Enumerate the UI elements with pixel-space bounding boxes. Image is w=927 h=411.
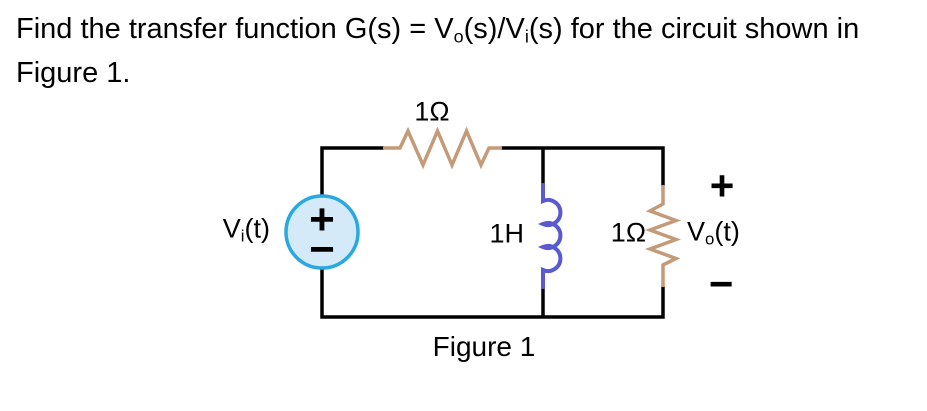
shunt-inductor-label: 1H xyxy=(489,218,524,249)
shunt-inductor-symbol xyxy=(537,183,563,289)
figure-caption: Figure 1 xyxy=(432,331,536,362)
input-voltage-subscript: i xyxy=(240,226,245,246)
series-resistor-label: 1Ω xyxy=(414,96,450,127)
problem-line1-text: Find the transfer function G(s) = V xyxy=(16,13,454,45)
problem-statement: Find the transfer function G(s) = Vo(s)/… xyxy=(16,11,916,92)
input-voltage-suffix: (t) xyxy=(244,213,270,244)
load-resistor-label: 1Ω xyxy=(610,217,646,248)
vi-subscript: i xyxy=(524,26,529,47)
output-plus-sign: + xyxy=(709,162,735,209)
output-voltage-suffix: (t) xyxy=(714,216,740,247)
input-voltage-label: Vi(t) xyxy=(223,213,270,246)
output-voltage-subscript: o xyxy=(705,229,715,249)
output-minus-sign: − xyxy=(708,260,734,307)
circuit-wires xyxy=(320,146,665,319)
output-voltage-symbol: V xyxy=(687,216,706,247)
voltage-source-symbol xyxy=(284,194,360,270)
output-voltage-label: Vo(t) xyxy=(687,216,740,249)
problem-line1-text3: (s) for the circuit shown in xyxy=(528,13,860,45)
input-voltage-symbol: V xyxy=(222,213,241,244)
series-resistor-symbol xyxy=(383,126,502,170)
source-minus-sign: − xyxy=(309,225,335,274)
problem-line1-text2: (s)/V xyxy=(463,13,525,45)
source-plus-sign: + xyxy=(309,195,335,244)
vo-subscript: o xyxy=(453,26,464,47)
problem-line2-text: Figure 1. xyxy=(16,57,131,90)
load-resistor-symbol xyxy=(644,185,682,287)
